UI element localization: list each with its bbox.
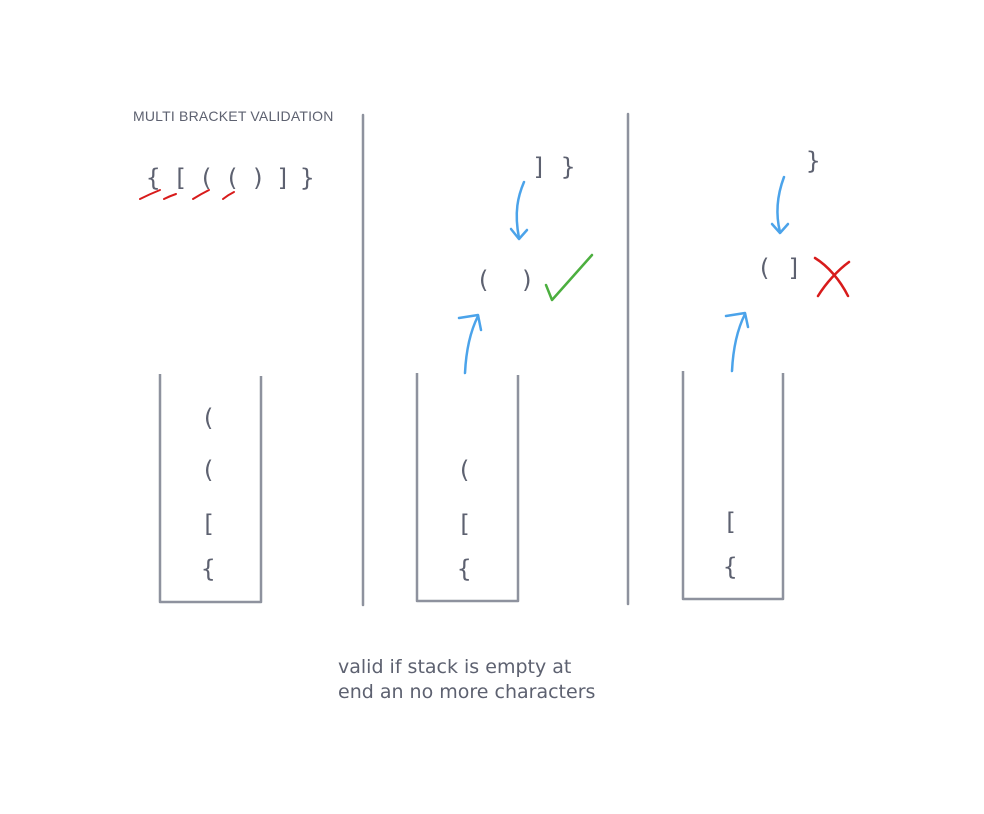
input-char: ) <box>251 164 266 192</box>
stack-item: [ <box>723 508 738 536</box>
input-char: ( <box>225 164 240 192</box>
compare-right-3: ] <box>787 254 802 282</box>
cross-icon <box>813 256 851 298</box>
arrow-head-icon <box>724 311 750 329</box>
input-char: ] <box>276 164 291 192</box>
tick-mark <box>222 191 235 200</box>
remaining-chars-2: ] } <box>532 153 576 181</box>
stack-item: [ <box>201 510 216 538</box>
caption-line-1: valid if stack is empty at <box>338 656 572 678</box>
stack-container-2 <box>415 373 520 603</box>
stack-item: ( <box>201 404 216 432</box>
arrow-down-icon <box>515 180 526 240</box>
arrow-up-icon <box>463 314 480 375</box>
input-char: [ <box>173 164 188 192</box>
input-char: } <box>300 164 315 192</box>
compare-right-2: ) <box>520 266 535 294</box>
arrow-head-icon <box>457 313 483 332</box>
stack-container-3 <box>681 371 785 601</box>
stack-item: { <box>457 555 472 583</box>
stack-item: { <box>723 553 738 581</box>
tick-mark <box>163 193 177 200</box>
tick-mark <box>139 189 161 200</box>
stack-item: [ <box>457 510 472 538</box>
compare-left-2: ( <box>476 266 491 294</box>
caption: valid if stack is empty at end an no mor… <box>338 655 595 705</box>
stack-item: { <box>201 555 216 583</box>
check-icon <box>544 253 594 302</box>
arrow-head-icon <box>509 227 529 241</box>
stack-item: ( <box>457 456 472 484</box>
arrow-down-icon <box>776 175 786 234</box>
arrow-head-icon <box>770 222 790 235</box>
tick-mark <box>192 189 210 200</box>
remaining-chars-3: } <box>806 147 821 175</box>
processed-marks <box>139 189 235 200</box>
input-char: ( <box>199 164 214 192</box>
diagram-title: MULTI BRACKET VALIDATION <box>133 108 334 124</box>
input-char: { <box>146 164 161 192</box>
arrow-up-icon <box>730 312 747 373</box>
caption-line-2: end an no more characters <box>338 681 596 703</box>
compare-left-3: ( <box>757 254 772 282</box>
stack-container-1 <box>158 374 263 604</box>
stack-item: ( <box>201 456 216 484</box>
